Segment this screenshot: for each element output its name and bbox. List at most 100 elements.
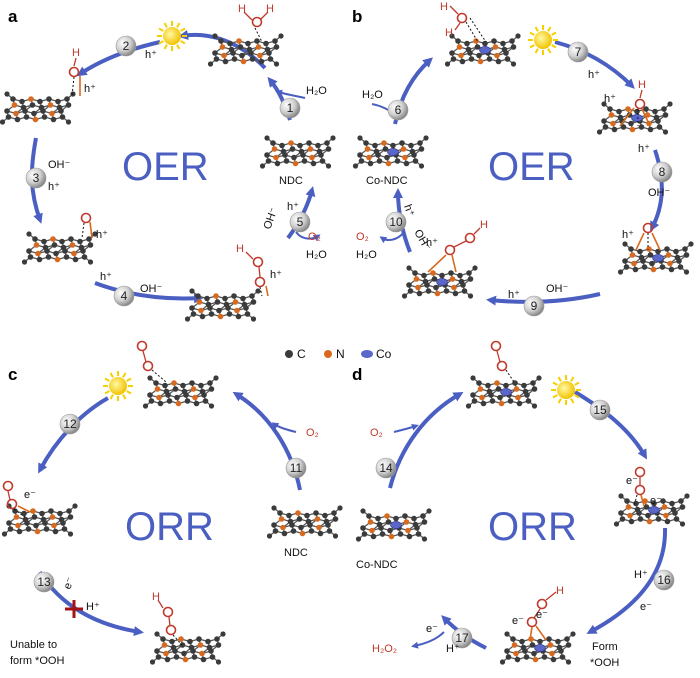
arrow-a-2 (76, 40, 161, 77)
label-electron: e⁻ (626, 475, 638, 487)
legend-nitrogen-marker (324, 350, 332, 358)
label-electron: e⁻ (512, 615, 524, 627)
label-ooh: *OOH (590, 657, 619, 669)
svg-text:16: 16 (657, 573, 671, 587)
arrow-b-7 (554, 40, 635, 89)
step-circle: 9 (523, 295, 545, 317)
label-hplus: h⁺ (287, 201, 299, 213)
label-hplus: h⁺ (622, 229, 634, 241)
label-oh: OH⁻ (140, 283, 163, 295)
label-o2-out: O₂ (308, 231, 321, 243)
graphene-sheet (465, 375, 542, 409)
svg-text:H: H (480, 219, 488, 231)
svg-text:H: H (72, 47, 80, 59)
step-circle: 13 (33, 571, 55, 593)
step-circle: 1 (279, 97, 301, 119)
graphene-sheet (613, 493, 690, 527)
panel-letter-a: a (8, 7, 18, 26)
label-h2o2-out: H₂O₂ (372, 643, 397, 655)
cycle-title-d: ORR (488, 505, 577, 549)
label-h2o-in: H₂O (306, 85, 327, 97)
graphene-sheet (0, 91, 76, 125)
svg-text:H: H (445, 27, 453, 39)
label-hplus: h⁺ (508, 289, 520, 301)
legend-cobalt-marker (361, 350, 373, 358)
sun-icon (103, 371, 133, 401)
svg-text:H: H (556, 585, 564, 597)
graphene-sheet (617, 241, 694, 275)
arrow-d-14 (388, 392, 464, 489)
label-hplus: h⁺ (401, 203, 416, 218)
graphene-sheet (149, 631, 226, 665)
graphene-sheet (266, 505, 343, 539)
label-hplus: h⁺ (145, 49, 157, 61)
material-label: Co-NDC (366, 175, 408, 187)
graphene-sheet (499, 631, 576, 665)
label-hplus: H⁺ (86, 601, 100, 613)
adsorbate-a2: H (68, 47, 81, 97)
label-hplus: h⁺ (604, 93, 616, 105)
arrow-a-o2-out (295, 231, 321, 242)
cycle-title-c: ORR (125, 505, 214, 549)
label-electron: e⁻ (650, 495, 662, 507)
label-oh-hplus: OH⁻ (262, 206, 281, 231)
adsorbate-c2 (2, 480, 31, 519)
svg-text:2: 2 (123, 39, 130, 53)
step-circle: 2 (115, 35, 137, 57)
cycle-title-b: OER (488, 145, 575, 189)
svg-text:6: 6 (395, 103, 402, 117)
step-circle: 15 (589, 399, 611, 421)
panel-letter-d: d (352, 365, 362, 384)
sun-icon (528, 25, 558, 55)
step-circle: 7 (567, 41, 589, 63)
label-hplus: H⁺ (446, 643, 460, 655)
svg-text:H: H (266, 3, 274, 15)
graphene-sheet (142, 375, 219, 409)
svg-text:H: H (238, 3, 246, 15)
svg-text:13: 13 (37, 575, 51, 589)
adsorbate-b2: H (619, 79, 651, 127)
label-oh: OH⁻ (48, 159, 71, 171)
svg-text:5: 5 (297, 215, 304, 229)
label-hplus: h⁺ (270, 269, 282, 281)
step-circle: 17 (451, 627, 473, 649)
arrow-c-o2-in (271, 422, 297, 433)
adsorbate-d1 (490, 340, 515, 383)
svg-text:14: 14 (379, 461, 393, 475)
svg-text:17: 17 (455, 631, 469, 645)
label-hplus: h⁺ (426, 237, 438, 249)
step-circle: 10 (385, 211, 407, 233)
graphene-sheet (21, 231, 98, 265)
label-unable: Unable to (10, 639, 57, 651)
adsorbate-d2 (633, 466, 646, 507)
label-electron: e⁻ (536, 609, 548, 621)
label-hplus: h⁺ (588, 69, 600, 81)
graphene-sheet (444, 33, 521, 67)
graphene-sheet (355, 508, 432, 542)
svg-text:H: H (236, 243, 244, 255)
panel-letter-b: b (352, 7, 362, 26)
step-circle: 12 (59, 413, 81, 435)
label-hplus: h⁺ (84, 83, 96, 95)
legend-nitrogen-label: N (336, 347, 345, 361)
svg-text:12: 12 (63, 417, 77, 431)
arrow-d-15 (573, 390, 648, 460)
arrow-b-9 (486, 292, 601, 306)
step-circle: 8 (651, 161, 673, 183)
legend-cobalt-label: Co (376, 347, 392, 361)
label-oh: OH⁻ (411, 228, 433, 253)
adsorbate-a4: H (236, 243, 269, 297)
label-o2-in: O₂ (370, 427, 383, 439)
svg-text:1: 1 (287, 101, 294, 115)
step-circle: 5 (289, 211, 311, 233)
label-hplus: h⁺ (48, 181, 60, 193)
step-circle: 4 (113, 285, 135, 307)
material-label: Co-NDC (356, 559, 398, 571)
label-h2o-out: H₂O (306, 249, 327, 261)
svg-text:3: 3 (33, 171, 40, 185)
legend: C N Co (285, 347, 392, 361)
svg-text:9: 9 (531, 299, 538, 313)
